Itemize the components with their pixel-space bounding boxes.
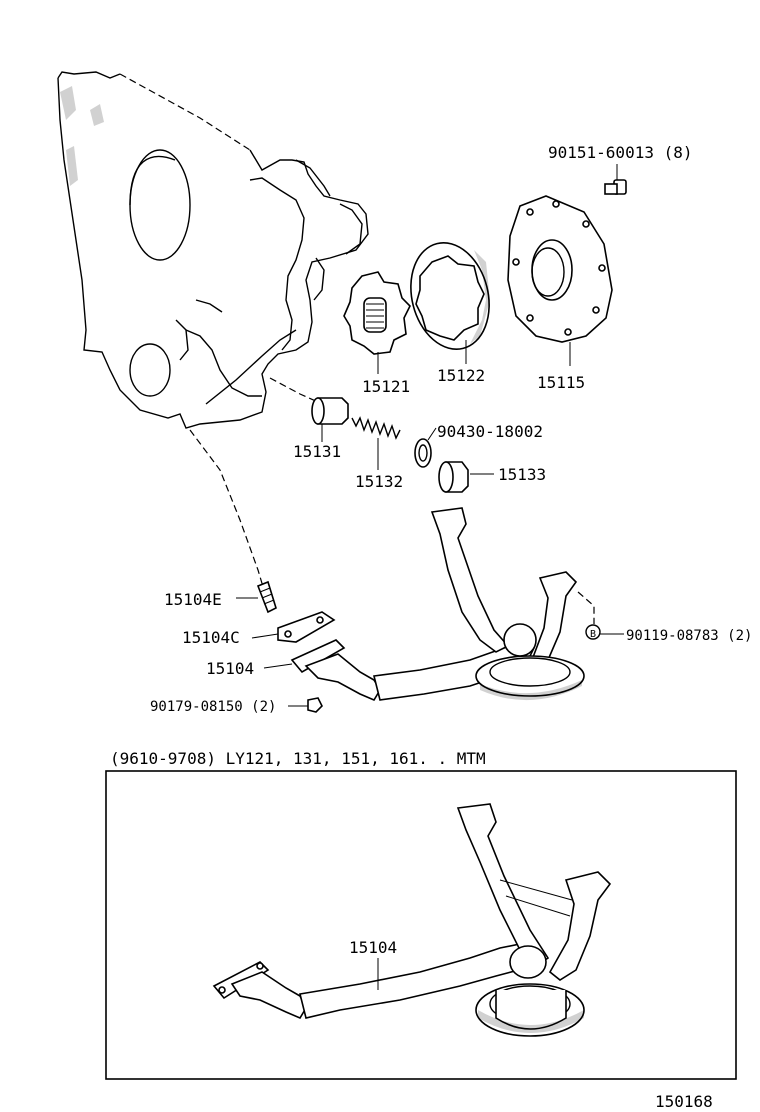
spring-part xyxy=(351,416,401,470)
bolt-top-part xyxy=(604,164,627,195)
label-outer-rotor: 15122 xyxy=(437,366,485,385)
label-cover: 15115 xyxy=(537,373,585,392)
pan-gasket-part xyxy=(251,611,336,643)
relief-valve-part xyxy=(311,397,349,442)
outer-rotor-part xyxy=(410,242,490,364)
label-gasket: 90430-18002 xyxy=(437,422,543,441)
drive-rotor-part xyxy=(343,271,411,374)
label-strainer: 15104 xyxy=(206,659,254,678)
label-pan-gasket: 15104C xyxy=(182,628,240,647)
label-nut-bottom: 90179-08150 (2) xyxy=(150,699,276,715)
inset-box xyxy=(105,770,737,1080)
figure-code: 150168 xyxy=(655,1092,713,1111)
label-drive-rotor: 15121 xyxy=(362,377,410,396)
label-bolt-b: 90119-08783 (2) xyxy=(626,628,752,644)
gasket-ring-part xyxy=(414,427,437,468)
inset-strainer-part xyxy=(212,803,612,1037)
plug-part xyxy=(438,461,494,493)
bolt-b-marker-text: B xyxy=(590,629,596,640)
pump-cover-part xyxy=(507,195,613,366)
oil-strainer-part xyxy=(263,507,595,702)
stud-part xyxy=(236,580,277,614)
label-spring: 15132 xyxy=(355,472,403,491)
nut-bottom-part xyxy=(288,697,323,713)
label-plug: 15133 xyxy=(498,465,546,484)
label-bolt-top: 90151-60013 (8) xyxy=(548,143,693,162)
engine-block-outline xyxy=(57,71,369,591)
inset-caption: (9610-9708) LY121, 131, 151, 161. . MTM xyxy=(110,749,486,768)
bolt-b-marker-icon: B xyxy=(585,624,624,640)
label-valve: 15131 xyxy=(293,442,341,461)
label-stud: 15104E xyxy=(164,590,222,609)
inset-label: 15104 xyxy=(349,938,397,957)
